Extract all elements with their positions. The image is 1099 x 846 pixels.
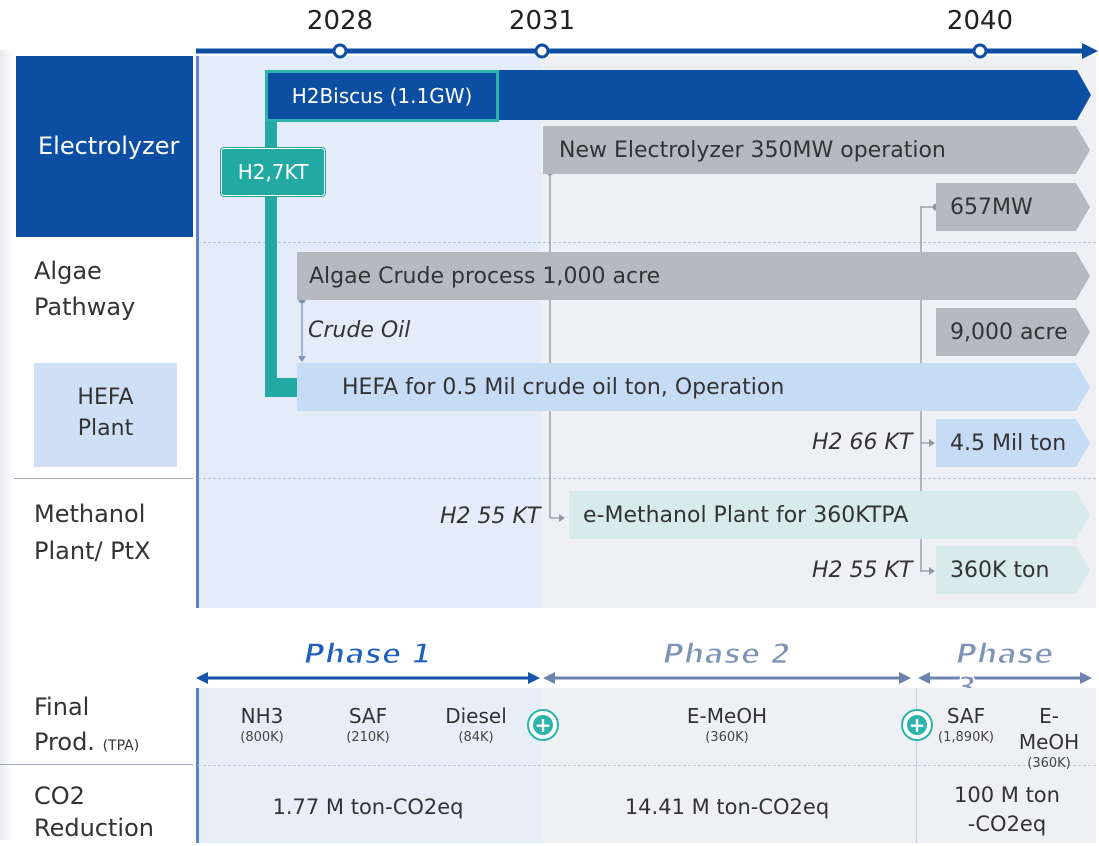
left-shadow (0, 50, 14, 840)
year-2028: 2028 (306, 6, 374, 36)
h27kt-box: H2,7KT (221, 148, 325, 196)
milestone-2031 (534, 43, 550, 59)
row-separator (198, 478, 1096, 479)
4-5-mil-ton-label: 4.5 Mil ton (950, 430, 1067, 456)
timeline-axis (196, 43, 1098, 59)
prod-emeoh-phase3: E-MeOH (360K) (1019, 703, 1079, 773)
657mw-label: 657MW (950, 194, 1033, 220)
algae-label-line2: Pathway (34, 293, 136, 321)
methanol-label-line1: Methanol (34, 500, 146, 528)
year-2031: 2031 (508, 6, 576, 36)
prod-emeoh-phase3-name: E-MeOH (1018, 704, 1080, 754)
phase-arrows (196, 672, 1092, 684)
prod-saf-phase3-name: SAF (946, 704, 986, 728)
prod-emeoh-name: E-MeOH (686, 704, 768, 728)
algae-label-line1: Algae (34, 257, 102, 285)
prod-saf-value: (210K) (346, 730, 390, 745)
final-prod-label-text: Prod. (34, 728, 95, 756)
prod-saf: SAF (210K) (346, 703, 389, 747)
electrolyzer-header (16, 56, 193, 237)
prod-diesel-name: Diesel (445, 704, 507, 728)
plus-icon: + (527, 709, 559, 741)
prod-diesel-value: (84K) (458, 730, 494, 745)
co2-phase2-value: 14.41 M ton-CO2eq (624, 795, 830, 819)
h27kt-label: H2,7KT (237, 160, 309, 184)
algae-crude-arrow: Algae Crude process 1,000 acre (297, 252, 1090, 300)
bottom-row-separator (198, 765, 1096, 766)
co2-label-line1: CO2 (34, 782, 85, 810)
co2-label-line2: Reduction (34, 814, 154, 842)
plus-icon: + (901, 709, 933, 741)
new-electrolyzer-label: New Electrolyzer 350MW operation (559, 137, 946, 163)
prod-saf-phase3: SAF (1,890K) (938, 703, 994, 747)
electrolyzer-label: Electrolyzer (38, 132, 180, 160)
algae-crude-label: Algae Crude process 1,000 acre (309, 263, 661, 289)
prod-saf-phase3-value: (1,890K) (938, 730, 994, 745)
bottom-divider-left (196, 688, 199, 843)
prod-nh3-value: (800K) (240, 730, 284, 745)
final-prod-label-line1: Final (34, 693, 90, 721)
phase-1-label: Phase 1 (303, 636, 432, 671)
360k-ton-arrow: 360K ton (936, 546, 1090, 594)
h2-55kt-label-2040: H2 55 KT (812, 558, 913, 583)
bottom-row-separator (0, 764, 193, 765)
prod-emeoh: E-MeOH (360K) (687, 703, 767, 747)
prod-diesel: Diesel (84K) (445, 703, 507, 747)
9000-acre-arrow: 9,000 acre (936, 308, 1090, 356)
prod-nh3: NH3 (800K) (240, 703, 283, 747)
prod-emeoh-phase3-value: (360K) (1027, 756, 1071, 771)
year-2040: 2040 (946, 6, 1014, 36)
final-prod-unit: (TPA) (102, 738, 140, 754)
emethanol-arrow: e-Methanol Plant for 360KTPA (569, 491, 1090, 539)
emethanol-label: e-Methanol Plant for 360KTPA (583, 502, 909, 528)
co2-phase3-value-line2: -CO2eq (967, 812, 1047, 836)
methanol-label-line2: Plant/ PtX (34, 537, 151, 565)
co2-phase1-value: 1.77 M ton-CO2eq (272, 795, 464, 819)
hefa-label-line1: HEFA (77, 385, 134, 410)
left-divider (196, 56, 199, 608)
h2-66kt-label: H2 66 KT (812, 430, 913, 455)
milestone-2028 (332, 43, 348, 59)
360k-ton-label: 360K ton (950, 557, 1050, 583)
h2biscus-label: H2Biscus (1.1GW) (291, 84, 473, 108)
4-5-mil-ton-arrow: 4.5 Mil ton (936, 419, 1090, 467)
hefa-label-line2: Plant (77, 416, 134, 441)
657mw-arrow: 657MW (936, 183, 1090, 231)
phase-2-label: Phase 2 (662, 636, 791, 671)
milestone-2040 (972, 43, 988, 59)
row-separator (0, 478, 193, 479)
hefa-operation-arrow: HEFA for 0.5 Mil crude oil ton, Operatio… (297, 363, 1090, 411)
new-electrolyzer-arrow: New Electrolyzer 350MW operation (543, 126, 1090, 174)
co2-phase3-value-line1: 100 M ton (954, 783, 1060, 807)
hefa-operation-label: HEFA for 0.5 Mil crude oil ton, Operatio… (342, 374, 785, 400)
prod-nh3-name: NH3 (240, 704, 284, 728)
hefa-plant-box (34, 363, 177, 467)
h2biscus-arrow (265, 70, 1091, 120)
h2biscus-label-box: H2Biscus (1.1GW) (265, 70, 499, 122)
h2-55kt-label-2031: H2 55 KT (440, 504, 541, 529)
prod-saf-name: SAF (348, 704, 388, 728)
row-separator (198, 242, 1096, 243)
prod-emeoh-value: (360K) (705, 730, 749, 745)
9000-acre-label: 9,000 acre (950, 319, 1068, 345)
final-prod-label-line2: Prod. (TPA) (34, 724, 139, 764)
crude-oil-label: Crude Oil (308, 318, 411, 343)
